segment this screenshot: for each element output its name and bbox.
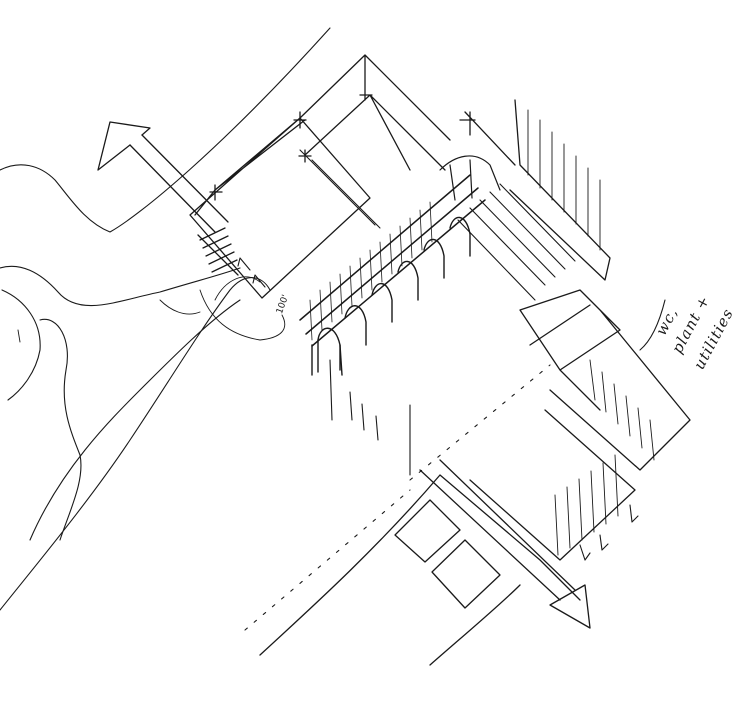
contour-line-valley [29,299,241,541]
east-wing-leader [639,299,666,351]
arcade-columns [311,339,343,376]
contour-tick [17,329,21,343]
arcade-hatch [309,201,433,341]
ne-block-hatch [527,109,601,251]
west-pavilion-posts [209,111,312,201]
south-block [469,409,639,561]
road-edge-right [429,584,521,666]
road-edge-left [259,474,581,656]
parking-stall-1 [394,499,461,563]
plaza-dashed-edge-2 [244,489,411,631]
north-east-block [457,99,611,301]
plaza-dashed-outline [244,359,551,631]
west-pavilion-entry-arrows [237,257,266,288]
road-edge-upper [419,459,576,601]
access-arrow-head [97,121,151,171]
exit-arrow-head [549,584,591,629]
access-arrow-shaft [129,134,229,233]
arcade [299,155,501,376]
courtyard-outline [299,54,451,171]
road [259,459,581,666]
south-block-hatch [554,454,619,556]
arcade-roof [439,155,501,201]
contour-line-lower [1,289,82,541]
access-arrow [97,121,229,233]
arcade-arches [317,216,471,371]
plaza-dashed-edge-1 [409,364,551,481]
west-pavilion [189,111,371,299]
contour-line-upper [0,27,331,233]
parking-stall-2 [431,539,501,609]
ne-block-outline [459,99,611,281]
east-wing-outline [519,289,691,471]
terrain-contours [0,27,331,611]
contour-line-middle [0,265,241,307]
parking-stalls [394,499,501,609]
exit-arrow [549,584,591,629]
ne-roof-lines [457,183,576,301]
west-pavilion-stair [197,227,239,276]
contour-scribble [159,276,286,341]
courtyard-inner-lines [299,149,381,229]
south-block-outline [469,409,636,561]
east-wing [519,289,691,471]
east-wing-hatch [589,359,655,461]
arcade-beam [299,174,486,347]
courtyard-frame [299,54,451,229]
contour-line-slope [0,277,271,611]
plaza-column-ticks [329,359,411,476]
south-entry-arrows [579,504,639,561]
